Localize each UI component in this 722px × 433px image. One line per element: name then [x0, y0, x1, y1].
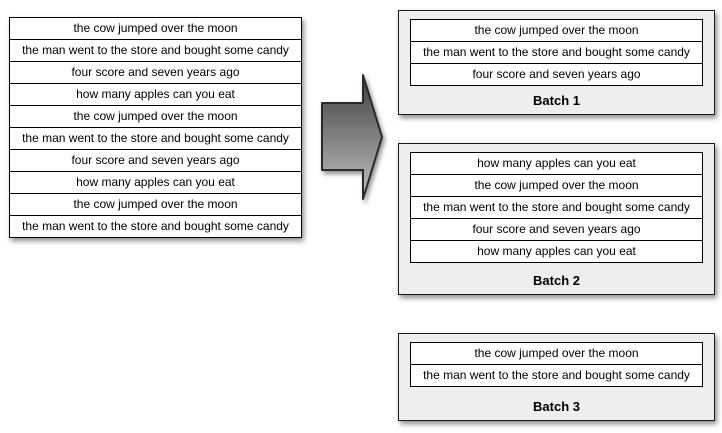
- batch-1-box: the cow jumped over the moon the man wen…: [398, 10, 715, 115]
- batch-3-box: the cow jumped over the moon the man wen…: [398, 333, 715, 421]
- sentence-row: the cow jumped over the moon: [410, 342, 703, 365]
- batch-3-rows: the cow jumped over the moon the man wen…: [410, 342, 703, 387]
- batch-2-box: how many apples can you eat the cow jump…: [398, 143, 715, 295]
- batch-3-label: Batch 3: [533, 399, 580, 414]
- sentence-row: four score and seven years ago: [9, 61, 302, 84]
- batch-2-rows: how many apples can you eat the cow jump…: [410, 152, 703, 263]
- sentence-row: the man went to the store and bought som…: [9, 127, 302, 150]
- input-sentence-list: the cow jumped over the moon the man wen…: [9, 17, 302, 238]
- batch-1-rows: the cow jumped over the moon the man wen…: [410, 19, 703, 86]
- batch-2-label: Batch 2: [533, 273, 580, 288]
- sentence-row: the man went to the store and bought som…: [410, 41, 703, 64]
- sentence-row: the man went to the store and bought som…: [410, 196, 703, 219]
- sentence-row: how many apples can you eat: [410, 240, 703, 263]
- sentence-row: the cow jumped over the moon: [9, 193, 302, 216]
- sentence-row: the cow jumped over the moon: [9, 105, 302, 128]
- sentence-row: the man went to the store and bought som…: [9, 39, 302, 62]
- sentence-row: the man went to the store and bought som…: [410, 364, 703, 387]
- sentence-row: how many apples can you eat: [9, 171, 302, 194]
- sentence-row: how many apples can you eat: [9, 83, 302, 106]
- sentence-row: the cow jumped over the moon: [410, 174, 703, 197]
- sentence-row: the man went to the store and bought som…: [9, 215, 302, 238]
- sentence-row: four score and seven years ago: [410, 218, 703, 241]
- sentence-row: how many apples can you eat: [410, 152, 703, 175]
- sentence-row: four score and seven years ago: [9, 149, 302, 172]
- sentence-row: four score and seven years ago: [410, 63, 703, 86]
- batch-1-label: Batch 1: [533, 93, 580, 108]
- right-block-arrow-icon: [321, 74, 383, 200]
- sentence-row: the cow jumped over the moon: [9, 17, 302, 40]
- sentence-row: the cow jumped over the moon: [410, 19, 703, 42]
